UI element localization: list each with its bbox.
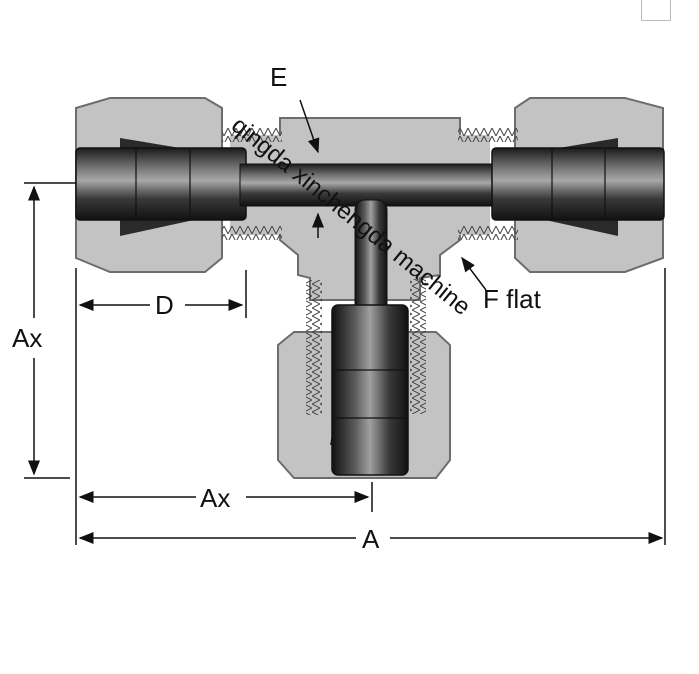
left-tube (75, 147, 247, 221)
label-d: D (155, 290, 174, 320)
f-flat-leader (461, 256, 487, 291)
e-dimension (299, 99, 324, 238)
right-tube (491, 147, 665, 221)
label-ax-vertical: Ax (12, 323, 42, 353)
label-a: A (362, 524, 380, 554)
label-e: E (270, 62, 287, 92)
label-ax-horizontal: Ax (200, 483, 230, 513)
extension-lines (24, 182, 666, 545)
corner-frame (641, 0, 671, 21)
bottom-tube (331, 304, 409, 476)
label-f-flat: F flat (483, 284, 542, 314)
